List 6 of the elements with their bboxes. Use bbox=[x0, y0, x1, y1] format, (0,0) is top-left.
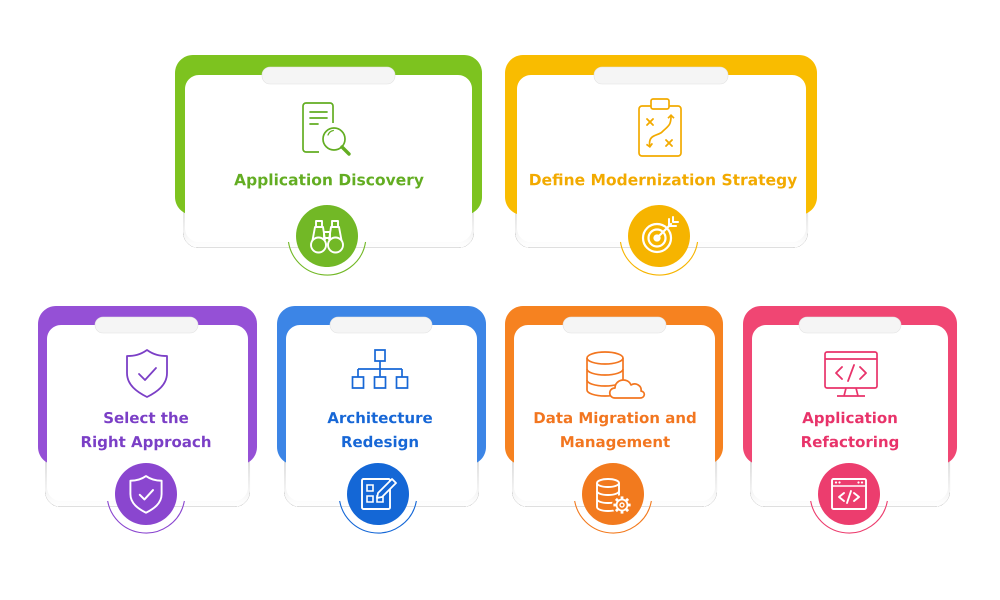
step-card: Select the Right Approach bbox=[38, 306, 257, 507]
step-card: Data Migration and Management bbox=[505, 306, 723, 507]
step-card: Define Modernization Strategy bbox=[505, 55, 817, 248]
step-card: Architecture Redesign bbox=[277, 306, 486, 507]
step-card: Application Discovery bbox=[175, 55, 482, 248]
step-card: Application Refactoring bbox=[743, 306, 958, 507]
